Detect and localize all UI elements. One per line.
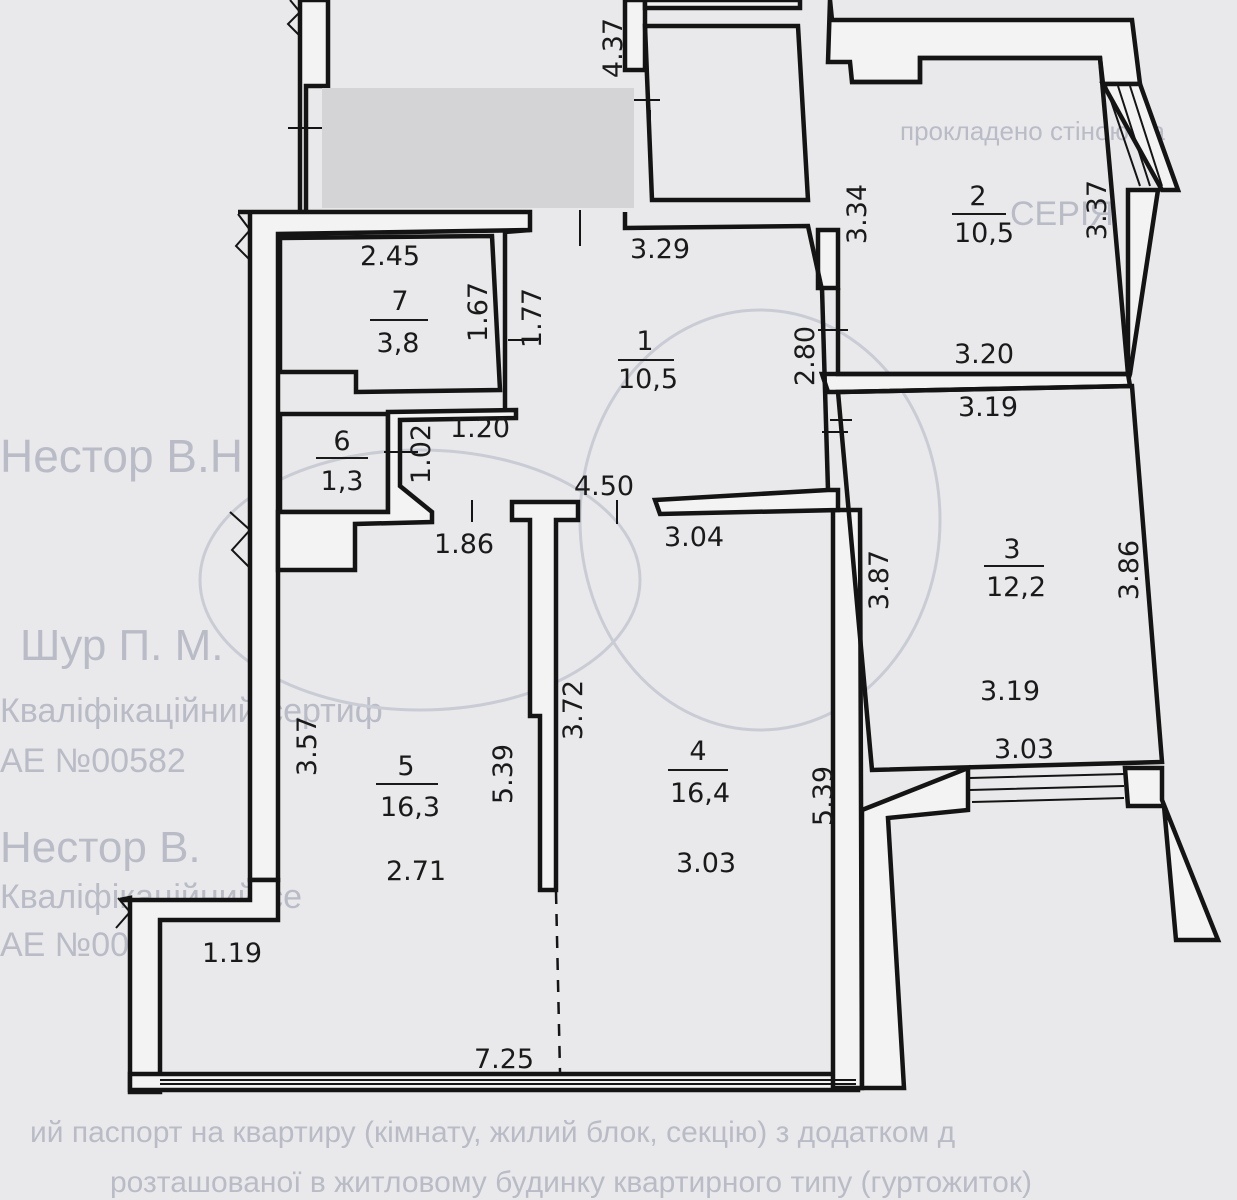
- watermark-top-2: СЕРІЯ: [1010, 195, 1114, 233]
- dim-r1-side: 1.77: [517, 288, 548, 348]
- watermark-line-3: Кваліфікаційний сертиф: [0, 692, 383, 730]
- dim-corridor-width: 1.20: [450, 413, 510, 444]
- room-6-label: 6 1,3: [316, 426, 368, 497]
- dim-r3-left: 3.87: [864, 550, 895, 610]
- watermark-bottom-1: ий паспорт на квартиру (кімнату, жилий б…: [30, 1116, 955, 1149]
- room-4-number: 4: [689, 736, 706, 767]
- dim-r3-top: 3.19: [958, 392, 1018, 423]
- dim-balcony-end: 1.19: [202, 938, 262, 969]
- watermark-line-1: Нестор В.Н: [0, 430, 243, 482]
- room-1-area: 10,5: [618, 364, 678, 395]
- dim-r2-left: 3.34: [842, 184, 873, 244]
- room-4-area: 16,4: [670, 778, 730, 809]
- room-7-number: 7: [391, 286, 408, 317]
- dim-total-width: 7.25: [474, 1044, 534, 1075]
- dimension-labels: 4.37 2.45 1.67 1.77 3.29 2.80 3.34 3.37 …: [202, 18, 1145, 1075]
- room-6-number: 6: [333, 426, 350, 457]
- room-3-area: 12,2: [986, 572, 1046, 603]
- dim-r3-right: 3.86: [1114, 540, 1145, 600]
- room-6-area: 1,3: [321, 466, 364, 497]
- dim-top-partial: 4.37: [598, 18, 629, 78]
- dim-r3-bottom: 3.03: [994, 734, 1054, 765]
- dim-hall-length: 4.50: [574, 471, 634, 502]
- stamp-ring: [198, 448, 642, 712]
- room-3-number: 3: [1003, 534, 1020, 565]
- dim-r7-width: 2.45: [360, 241, 420, 272]
- watermark-bottom-2: розташованої в житловому будинку квартир…: [110, 1166, 1032, 1199]
- dim-r5-left: 3.57: [292, 716, 323, 776]
- room-7-label: 7 3,8: [370, 286, 428, 359]
- redacted-area: [322, 88, 634, 208]
- dim-r6-height: 1.02: [406, 424, 437, 484]
- dim-r1-width: 3.29: [630, 234, 690, 265]
- room-5-label: 5 16,3: [376, 751, 440, 823]
- room-3-label: 3 12,2: [984, 534, 1046, 603]
- walls: [115, 0, 1222, 1095]
- dim-r3-mid: 3.19: [980, 676, 1040, 707]
- room-5-number: 5: [397, 751, 414, 782]
- room-2-label: 2 10,5: [952, 181, 1014, 249]
- dim-r5-width: 2.71: [386, 856, 446, 887]
- dim-r7-height: 1.67: [463, 282, 494, 342]
- dim-r1-height: 2.80: [790, 326, 821, 386]
- dim-r4-top: 3.04: [664, 522, 724, 553]
- dim-r4-left: 3.72: [558, 680, 589, 740]
- watermark-line-4: АЕ №00582: [0, 742, 186, 780]
- dim-r4-width: 3.03: [676, 848, 736, 879]
- room-7-area: 3,8: [377, 328, 420, 359]
- watermark-text: Нестор В.Н Шур П. М. Кваліфікаційний сер…: [0, 116, 1166, 1199]
- watermark-line-2: Шур П. М.: [20, 621, 223, 670]
- watermark-line-5: Нестор В.: [0, 823, 201, 872]
- room-5-area: 16,3: [380, 792, 440, 823]
- room-labels: 1 10,5 2 10,5 3 12,2 4 16,4 5 16,3 6 1,3: [316, 181, 1046, 823]
- room-4-label: 4 16,4: [668, 736, 730, 809]
- dim-r5-top: 1.86: [434, 529, 494, 560]
- room-1-label: 1 10,5: [618, 326, 678, 395]
- watermark-line-7: АЕ №00: [0, 926, 129, 964]
- room-1-number: 1: [636, 326, 653, 357]
- room-2-area: 10,5: [954, 218, 1014, 249]
- dim-r4-right: 5.39: [808, 766, 839, 826]
- room-2-number: 2: [969, 181, 986, 212]
- dim-r2-bottom: 3.20: [954, 339, 1014, 370]
- dim-r5-partition: 5.39: [488, 744, 519, 804]
- dim-r2-right: 3.37: [1082, 180, 1113, 240]
